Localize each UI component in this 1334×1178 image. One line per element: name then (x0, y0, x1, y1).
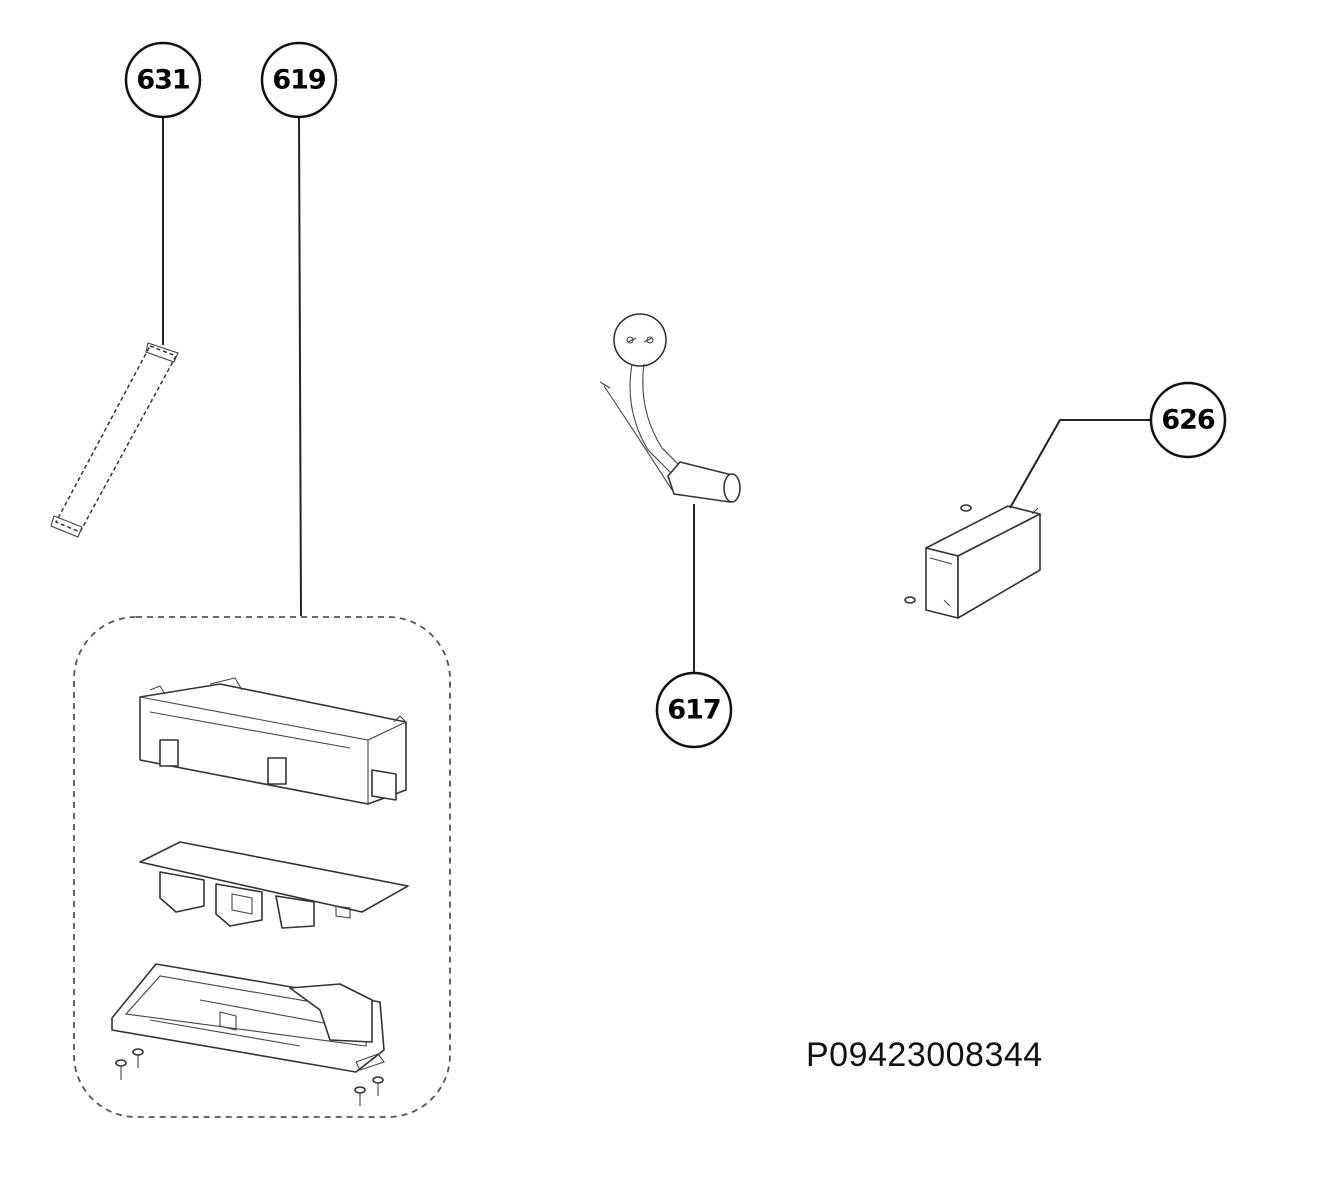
rod-bottom-end (50, 515, 83, 538)
callout-circle-631 (124, 41, 202, 119)
part-619-circuit-board (139, 841, 409, 929)
callout-circle-617 (655, 671, 733, 749)
part-617-sensor (599, 313, 741, 503)
module-screw-bottom (904, 596, 916, 604)
screw-4 (354, 1086, 366, 1106)
callout-631[interactable]: 631 (124, 41, 202, 345)
rod-top-end (145, 342, 179, 363)
callout-label-626: 626 (1161, 405, 1215, 436)
sensor-disc (613, 313, 667, 367)
assembly-619-group-box (73, 616, 451, 1118)
document-code: P09423008344 (806, 1036, 1043, 1074)
callout-label-619: 619 (272, 65, 326, 96)
leader-line-626 (1009, 419, 1150, 509)
screw-2 (115, 1059, 127, 1080)
sensor-wire-b (642, 363, 685, 471)
callout-circle-619 (260, 41, 338, 119)
part-626-module (904, 504, 1041, 619)
part-631-rod (50, 342, 179, 538)
sensor-wire-a (629, 363, 677, 479)
callout-619[interactable]: 619 (260, 41, 338, 617)
callout-circle-626 (1149, 381, 1227, 459)
screw-1 (132, 1048, 144, 1068)
leader-line-619 (298, 117, 302, 617)
callout-label-617: 617 (667, 695, 720, 726)
callout-label-631: 631 (136, 65, 189, 96)
callout-617[interactable]: 617 (655, 504, 733, 749)
module-screw-top (960, 504, 972, 512)
screw-3 (372, 1076, 384, 1096)
sensor-wire-c (603, 385, 673, 491)
part-619-base-tray (111, 963, 385, 1073)
rod-outline (54, 345, 178, 533)
module-side-face (957, 513, 1041, 619)
callout-626[interactable]: 626 (1009, 381, 1227, 509)
part-619-screws (115, 1048, 384, 1106)
part-619-top-cover (139, 677, 407, 805)
